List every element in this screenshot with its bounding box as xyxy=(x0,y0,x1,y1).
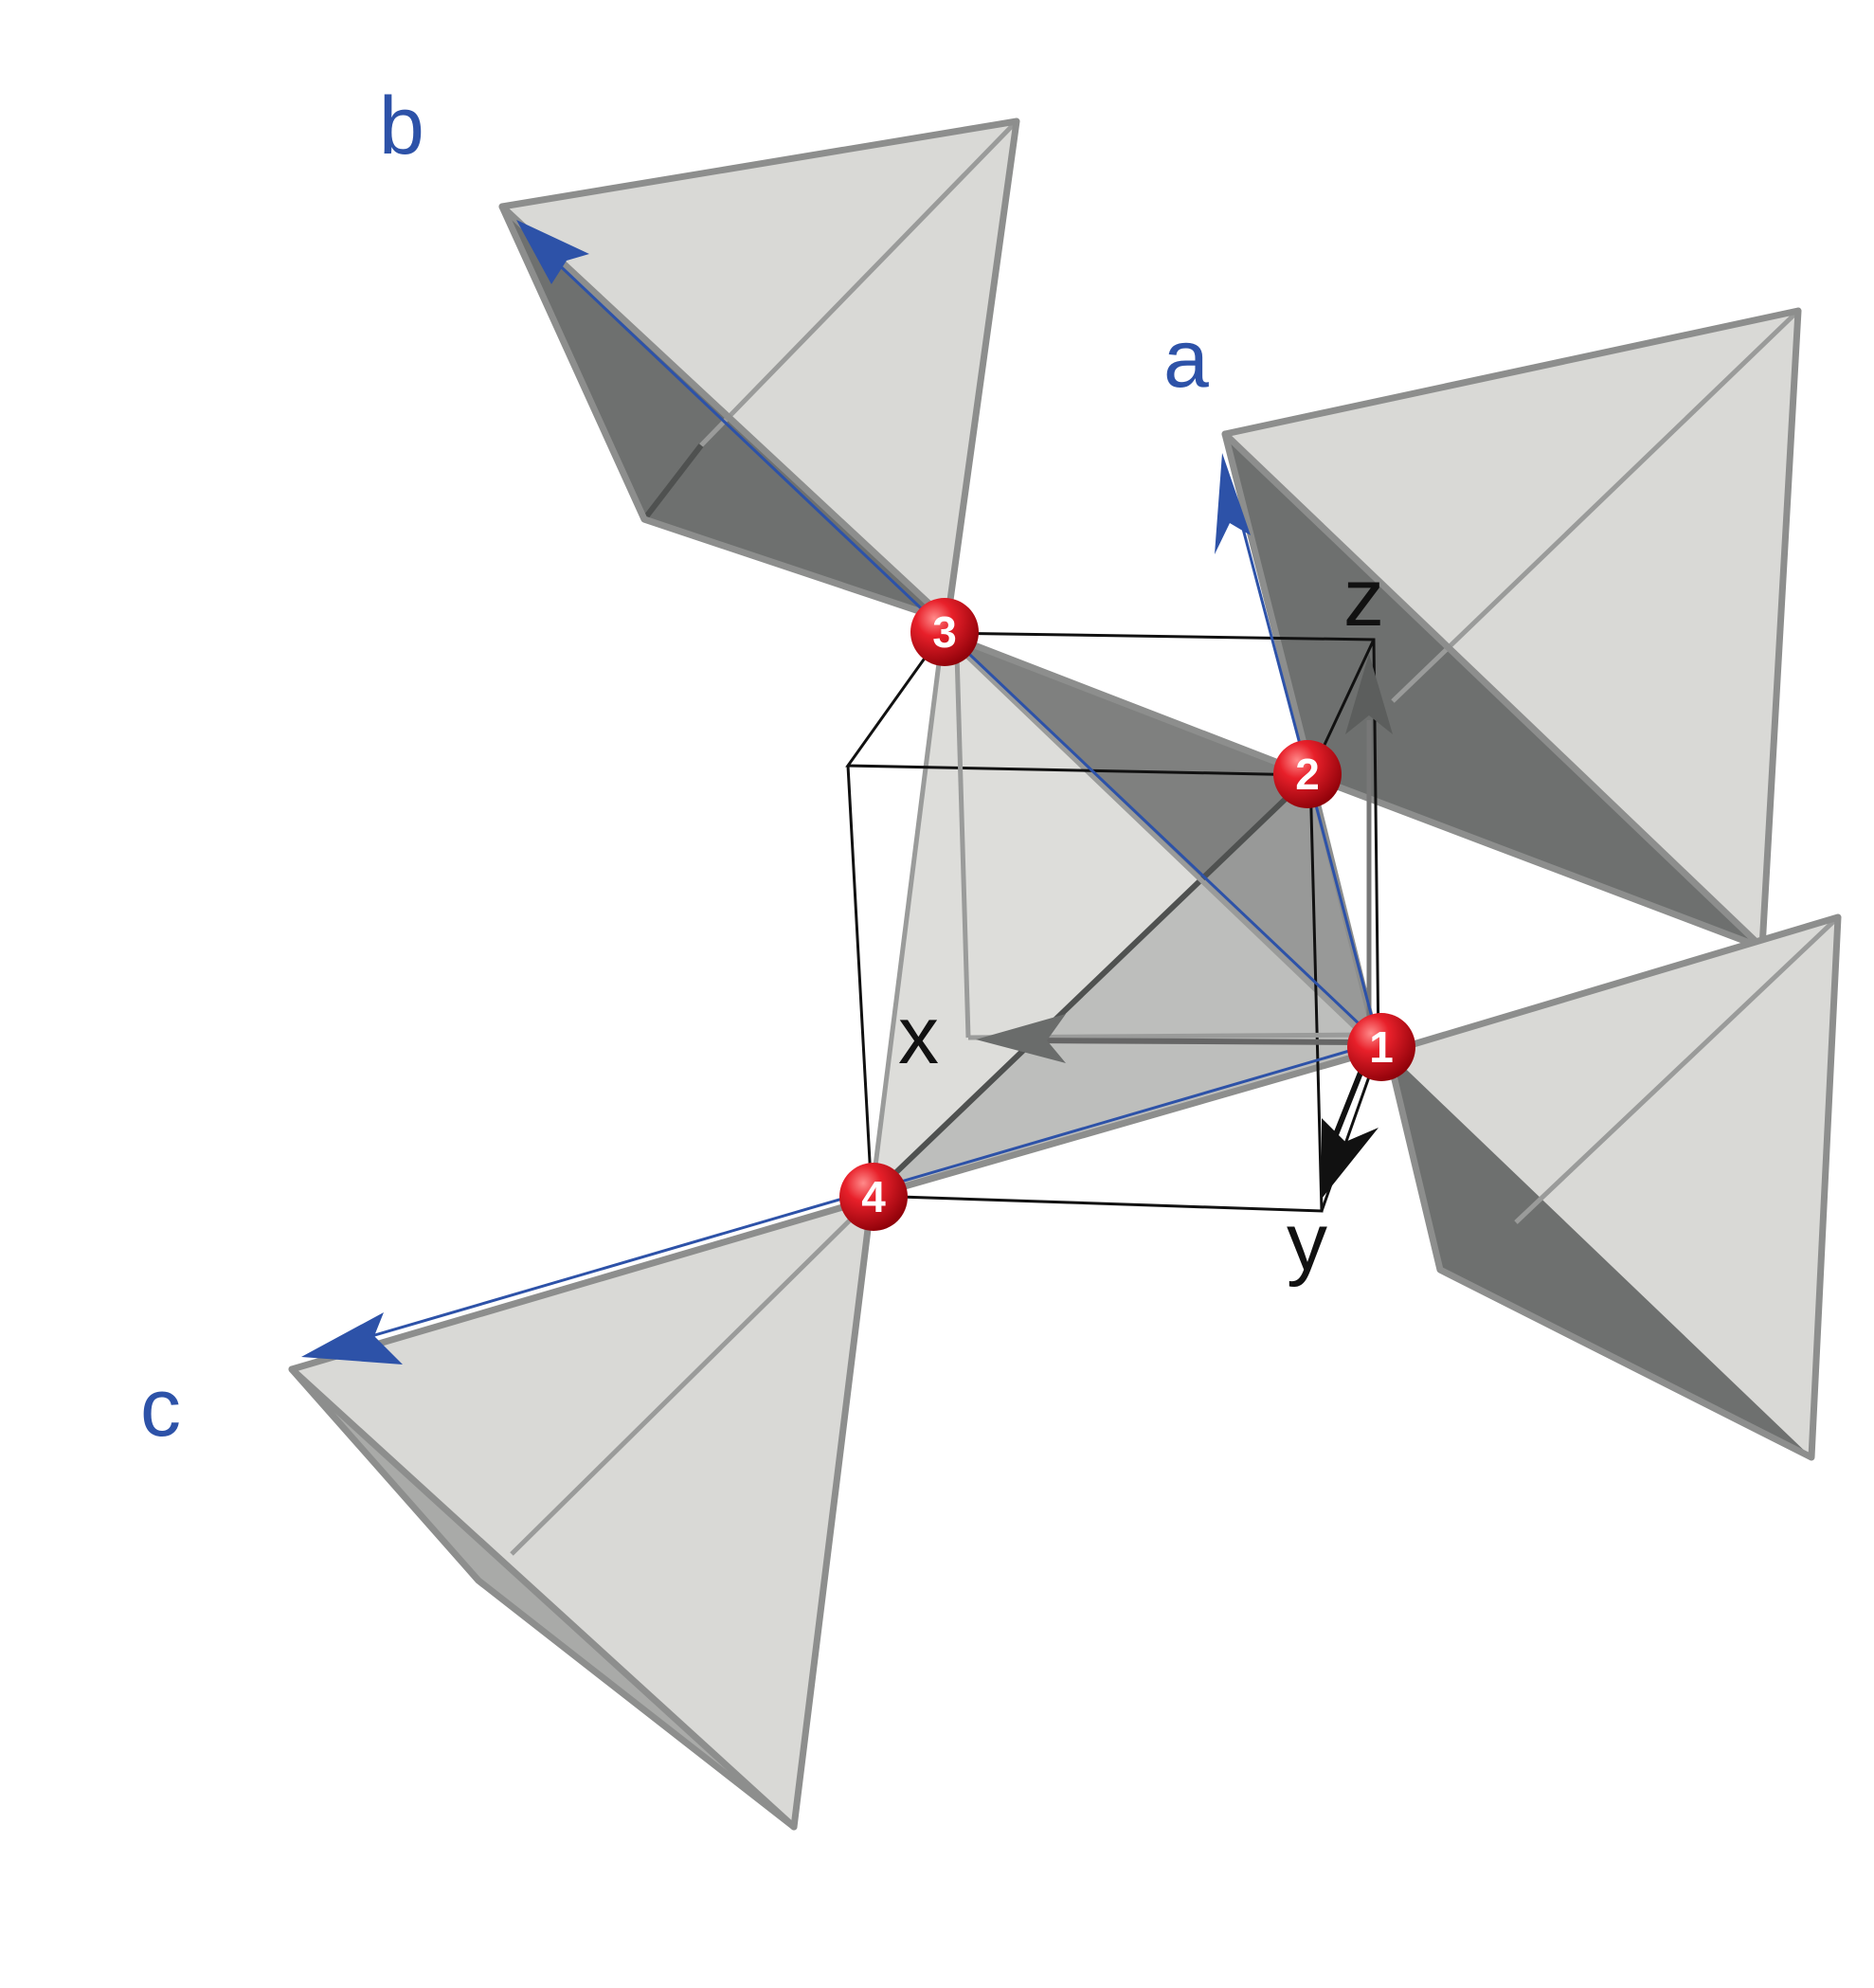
tetrahedron-a xyxy=(1221,307,1802,951)
label-b: b xyxy=(379,81,424,172)
label-y: y xyxy=(1287,1197,1327,1288)
x-arrowhead-icon xyxy=(976,1014,1066,1063)
label-a: a xyxy=(1163,314,1209,405)
y-arrowhead-icon xyxy=(1322,1118,1378,1199)
atom-3: 3 xyxy=(910,598,979,666)
svg-text:3: 3 xyxy=(932,607,957,657)
svg-text:4: 4 xyxy=(861,1172,886,1221)
atom-1: 1 xyxy=(1347,1013,1415,1081)
svg-text:1: 1 xyxy=(1369,1022,1394,1072)
z-arrowhead-icon xyxy=(1345,654,1393,734)
tetrahedron-right xyxy=(1384,913,1842,1461)
svg-text:2: 2 xyxy=(1295,750,1320,799)
atom-2: 2 xyxy=(1273,740,1342,808)
a-arrowhead-icon xyxy=(1215,453,1251,554)
label-c: c xyxy=(140,1363,181,1454)
tetrahedron-c xyxy=(288,1195,875,1831)
label-z: z xyxy=(1343,552,1384,643)
label-x: x xyxy=(898,990,939,1081)
b-arrowhead-icon xyxy=(516,220,589,284)
tetrahedron-b xyxy=(498,117,1020,624)
coordinate-arrows xyxy=(976,654,1393,1199)
c-arrowhead-icon xyxy=(301,1312,403,1364)
atom-4: 4 xyxy=(839,1163,908,1231)
